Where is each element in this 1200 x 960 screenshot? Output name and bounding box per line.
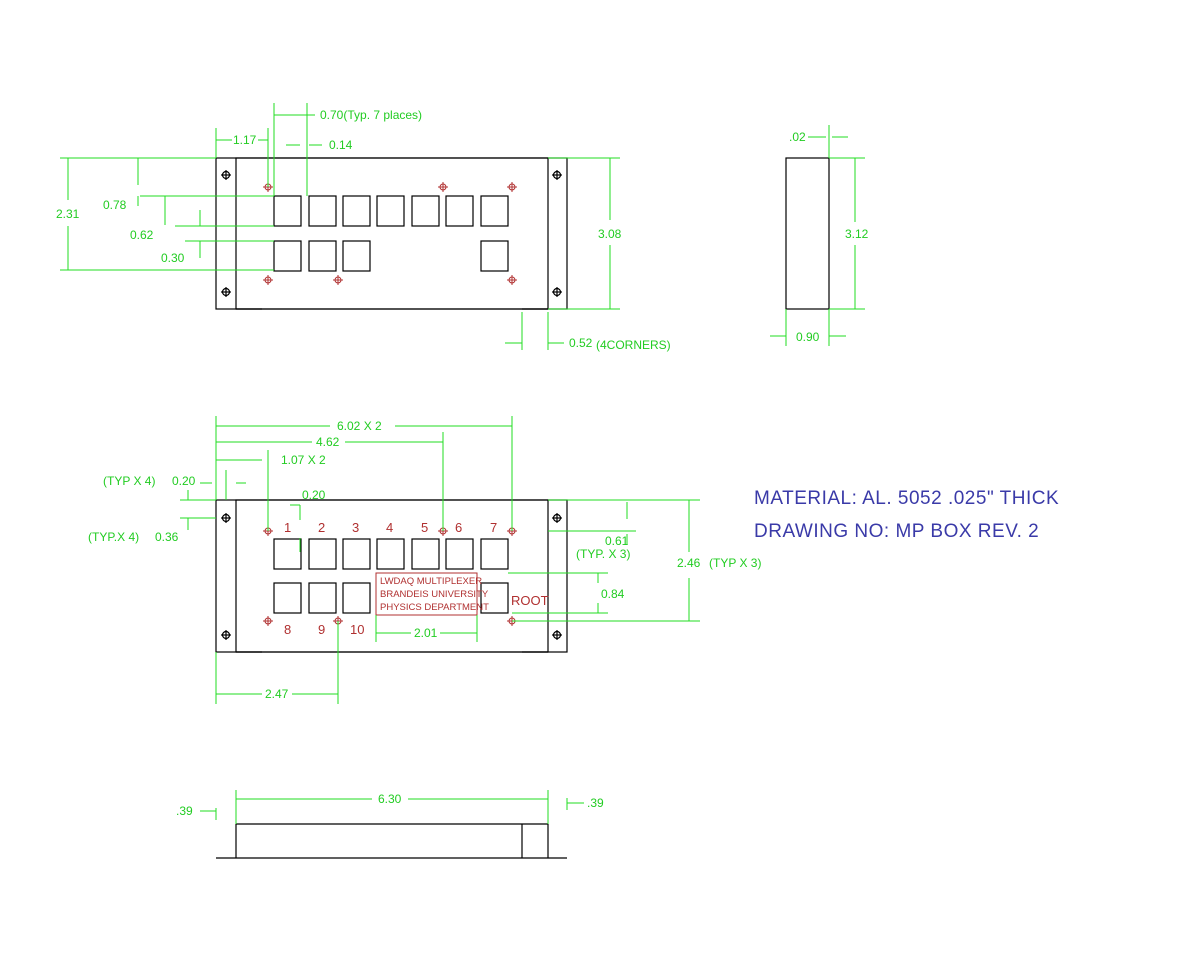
root-label: ROOT — [511, 593, 549, 608]
dim-4-62: 4.62 — [316, 435, 340, 449]
top-view-outline — [215, 157, 568, 310]
top-port-2 — [308, 195, 337, 227]
dim-0-20-b: 0.20 — [302, 488, 326, 502]
port-number-8: 8 — [284, 622, 291, 637]
dim-6-02: 6.02 X 2 — [337, 419, 382, 433]
top-port-9 — [308, 240, 337, 272]
dim-2-31: 2.31 — [56, 207, 80, 221]
side-view-outline — [785, 157, 830, 310]
top-port-7 — [480, 195, 509, 227]
dim-0-39-right: .39 — [587, 796, 604, 810]
port-number-1: 1 — [284, 520, 291, 535]
bottom-view-dimension-lines — [200, 790, 584, 824]
dim-0-90: 0.90 — [796, 330, 820, 344]
front-port-7 — [480, 538, 509, 570]
dim-3-08: 3.08 — [598, 227, 622, 241]
front-port-4 — [376, 538, 405, 570]
dim-0-14: 0.14 — [329, 138, 353, 152]
nameplate-line-3: PHYSICS DEPARTMENT — [380, 602, 489, 613]
dim-0-61-note: (TYP. X 3) — [576, 547, 630, 561]
top-view: 0.70(Typ. 7 places) 1.17 0.14 0.78 2.31 … — [56, 103, 671, 352]
port-number-9: 9 — [318, 622, 325, 637]
drawing-number-note: DRAWING NO: MP BOX REV. 2 — [754, 521, 1039, 542]
bottom-view: .39 6.30 .39 — [176, 790, 604, 859]
front-view-ports — [273, 538, 509, 614]
front-port-5 — [411, 538, 440, 570]
dim-0-39-left: .39 — [176, 804, 193, 818]
bottom-view-outline — [216, 823, 567, 859]
nameplate: LWDAQ MULTIPLEXER BRANDEIS UNIVERSITY PH… — [375, 572, 489, 616]
material-note: MATERIAL: AL. 5052 .025" THICK — [754, 488, 1059, 509]
top-view-holes — [221, 170, 562, 297]
side-view-dimension-text: .02 3.12 0.90 — [789, 130, 869, 344]
dim-0-70: 0.70(Typ. 7 places) — [320, 108, 422, 122]
top-view-ports — [273, 195, 509, 272]
dim-2-47: 2.47 — [265, 687, 289, 701]
port-number-5: 5 — [421, 520, 428, 535]
front-port-3 — [342, 538, 371, 570]
top-port-10 — [342, 240, 371, 272]
port-number-6: 6 — [455, 520, 462, 535]
front-view-port-numbers: 1 2 3 4 5 6 7 8 9 10 ROOT — [284, 520, 549, 637]
dim-typ-x4-b: (TYP.X 4) — [88, 530, 139, 544]
dim-0-84: 0.84 — [601, 587, 625, 601]
port-number-7: 7 — [490, 520, 497, 535]
drawing-notes: MATERIAL: AL. 5052 .025" THICK DRAWING N… — [754, 488, 1059, 542]
bottom-view-dimension-text: .39 6.30 .39 — [176, 792, 604, 818]
dim-0-20-a: 0.20 — [172, 474, 196, 488]
top-port-3 — [342, 195, 371, 227]
top-port-6 — [445, 195, 474, 227]
side-view: .02 3.12 0.90 — [770, 125, 869, 346]
dim-0-62: 0.62 — [130, 228, 154, 242]
dim-2-01: 2.01 — [414, 626, 438, 640]
port-number-3: 3 — [352, 520, 359, 535]
dim-0-30: 0.30 — [161, 251, 185, 265]
top-view-dimension-text: 0.70(Typ. 7 places) 1.17 0.14 0.78 2.31 … — [56, 108, 671, 352]
front-port-8 — [273, 582, 302, 614]
front-view-dimension-text: 6.02 X 2 4.62 1.07 X 2 (TYP X 4) 0.20 0.… — [88, 419, 761, 701]
top-port-8 — [273, 240, 302, 272]
dim-1-17: 1.17 — [233, 133, 257, 147]
dim-0-36: 0.36 — [155, 530, 179, 544]
front-view: 1 2 3 4 5 6 7 8 9 10 ROOT LWDAQ MULTIPLE… — [88, 416, 761, 704]
dim-3-12: 3.12 — [845, 227, 869, 241]
front-port-2 — [308, 538, 337, 570]
top-port-5 — [411, 195, 440, 227]
dim-0-52-note: (4CORNERS) — [596, 338, 671, 352]
top-port-1 — [273, 195, 302, 227]
front-port-root — [480, 582, 509, 614]
port-number-2: 2 — [318, 520, 325, 535]
top-view-dimension-lines — [60, 103, 620, 350]
side-view-dimension-lines — [770, 125, 865, 346]
dim-0-61: 0.61 — [605, 534, 629, 548]
dim-0-52: 0.52 — [569, 336, 593, 350]
port-number-10: 10 — [350, 622, 364, 637]
nameplate-line-1: LWDAQ MULTIPLEXER — [380, 576, 482, 587]
front-port-1 — [273, 538, 302, 570]
front-view-outline — [215, 499, 568, 653]
top-port-root — [480, 240, 509, 272]
dim-typ-x4-a: (TYP X 4) — [103, 474, 155, 488]
dim-2-46-note: (TYP X 3) — [709, 556, 761, 570]
dim-6-30: 6.30 — [378, 792, 402, 806]
top-port-4 — [376, 195, 405, 227]
front-port-6 — [445, 538, 474, 570]
front-port-10 — [342, 582, 371, 614]
dim-0-02: .02 — [789, 130, 806, 144]
dim-0-78: 0.78 — [103, 198, 127, 212]
front-view-dimension-lines — [180, 416, 700, 704]
dim-2-46: 2.46 — [677, 556, 701, 570]
dim-1-07: 1.07 X 2 — [281, 453, 326, 467]
port-number-4: 4 — [386, 520, 393, 535]
nameplate-line-2: BRANDEIS UNIVERSITY — [380, 589, 489, 600]
front-port-9 — [308, 582, 337, 614]
